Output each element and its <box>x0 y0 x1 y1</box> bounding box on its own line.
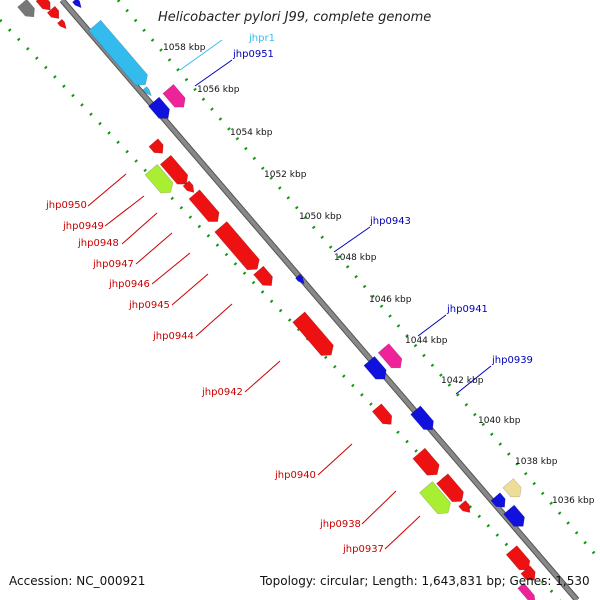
gene-label-leader <box>455 365 492 395</box>
gene-glyph-red <box>253 265 273 286</box>
gene-label-leader <box>417 314 447 337</box>
gene-label-leader <box>171 273 209 306</box>
gene-glyph-blue <box>490 492 506 508</box>
gene-label-leader <box>135 232 173 265</box>
scale-label: 1040 kbp <box>478 416 521 426</box>
gene-glyph-red <box>46 5 60 19</box>
gene-label-jhpr1: jhpr1 <box>248 33 275 44</box>
gene-glyph-magenta <box>162 83 186 108</box>
gene-glyph-red <box>458 500 471 513</box>
gene-glyph-green <box>144 164 174 194</box>
scale-label: 1056 kbp <box>197 85 240 95</box>
scale-label: 1038 kbp <box>515 457 558 467</box>
gene-label-jhp0941: jhp0941 <box>446 304 488 315</box>
gene-glyph-red <box>188 189 220 222</box>
gene-glyph-red <box>505 545 531 571</box>
gene-glyph-red <box>182 180 195 193</box>
gene-label-jhp0939: jhp0939 <box>491 355 533 366</box>
gene-label-jhp0948: jhp0948 <box>77 238 119 249</box>
gene-glyph-magenta <box>377 343 403 369</box>
gene-label-jhp0947: jhp0947 <box>92 259 134 270</box>
gene-label-jhp0942: jhp0942 <box>201 387 243 398</box>
gene-label-jhp0949: jhp0949 <box>62 221 104 232</box>
gene-label-jhp0937: jhp0937 <box>342 544 384 555</box>
accession-text: Accession: NC_000921 <box>9 574 146 588</box>
topology-text: Topology: circular; Length: 1,643,831 bp… <box>260 574 590 588</box>
gene-label-jhp0951: jhp0951 <box>232 49 274 60</box>
gene-glyph-cyan <box>142 86 152 97</box>
genome-backbone <box>60 0 579 600</box>
gene-label-jhp0946: jhp0946 <box>108 279 150 290</box>
gene-glyph-red <box>159 154 189 185</box>
outer-tick-track <box>116 0 600 561</box>
scale-label: 1052 kbp <box>264 170 307 180</box>
gene-glyph-red <box>148 138 164 154</box>
gene-label-leader <box>244 360 281 393</box>
gene-label-leader <box>317 443 353 476</box>
scale-label: 1036 kbp <box>552 496 595 506</box>
gene-label-leader <box>384 515 421 550</box>
gene-label-leader <box>104 195 145 227</box>
inner-tick-track <box>0 18 562 600</box>
gene-label-leader <box>87 173 127 207</box>
gene-label-jhp0944: jhp0944 <box>152 331 194 342</box>
gene-label-jhp0945: jhp0945 <box>128 300 170 311</box>
gene-glyph-red <box>57 18 67 30</box>
gene-glyph-red <box>412 447 440 476</box>
gene-glyph-blue <box>72 0 82 9</box>
gene-glyph-red <box>436 473 464 502</box>
scale-label: 1054 kbp <box>230 128 273 138</box>
gene-label-leader <box>151 252 191 285</box>
gene-label-leader <box>361 490 397 525</box>
gene-glyph-gray <box>17 0 35 18</box>
gene-glyph-blue <box>503 504 525 527</box>
gene-glyph-blue <box>363 355 387 380</box>
gene-glyph-green <box>419 481 451 515</box>
scale-label: 1042 kbp <box>441 376 484 386</box>
gene-glyph-red <box>371 403 393 425</box>
scale-label: 1046 kbp <box>369 295 412 305</box>
scale-label: 1058 kbp <box>163 43 206 53</box>
gene-glyph-blue <box>410 405 434 431</box>
gene-glyph-red <box>292 311 334 356</box>
gene-label-leader <box>194 59 233 87</box>
gene-label-jhp0940: jhp0940 <box>274 470 316 481</box>
gene-label-leader <box>333 226 371 253</box>
scale-label: 1048 kbp <box>334 253 377 263</box>
gene-label-leader <box>121 212 158 245</box>
gene-glyph-magenta <box>517 582 536 600</box>
gene-glyph-blue <box>295 273 305 285</box>
gene-glyph-red <box>214 221 260 271</box>
gene-glyph-red <box>35 0 51 11</box>
map-title: Helicobacter pylori J99, complete genome <box>158 10 432 25</box>
gene-label-jhp0938: jhp0938 <box>319 519 361 530</box>
gene-glyph-blue <box>148 96 170 119</box>
scale-label: 1050 kbp <box>299 212 342 222</box>
gene-glyph-tan <box>502 478 522 498</box>
gene-label-leader <box>195 303 233 337</box>
gene-label-leader <box>179 39 223 71</box>
gene-label-jhp0950: jhp0950 <box>45 200 87 211</box>
gene-glyph-cyan <box>88 19 148 86</box>
gene-glyph-red <box>520 565 536 581</box>
gene-label-jhp0943: jhp0943 <box>369 216 411 227</box>
scale-label: 1044 kbp <box>405 336 448 346</box>
